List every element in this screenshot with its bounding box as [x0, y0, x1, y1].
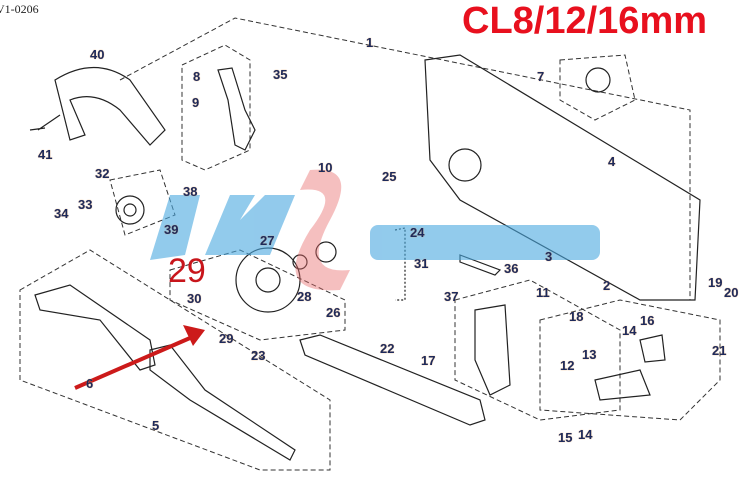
callout-label: 28 [297, 289, 312, 304]
callout-label: 26 [326, 305, 341, 320]
callout-label: 10 [318, 160, 333, 175]
callout-label: 8 [193, 69, 201, 84]
part-41 [29, 114, 61, 131]
part-6-bracket [34, 284, 156, 371]
callout-label: 30 [187, 291, 202, 306]
callout-label: 41 [38, 147, 53, 162]
part-32 [115, 195, 145, 225]
callout-label: 1 [366, 35, 374, 50]
callout-label: 25 [382, 169, 397, 184]
callout-label: 37 [444, 289, 459, 304]
callout-label: 20 [724, 285, 739, 300]
callout-label: 14 [622, 323, 637, 338]
group-box-7 [559, 54, 636, 121]
part-13 [594, 369, 651, 401]
callout-label: 15 [558, 430, 573, 445]
callout-label: 7 [537, 69, 545, 84]
callout-label: 2 [603, 278, 611, 293]
group-box-8 [181, 44, 251, 171]
callout-label: 36 [504, 261, 519, 276]
callout-label: 31 [414, 256, 429, 271]
callout-label: 16 [640, 313, 655, 328]
part-5-lever [149, 344, 296, 461]
callout-label: 3 [545, 249, 553, 264]
part-27-gear [235, 247, 301, 313]
callout-label: 29 [219, 331, 234, 346]
callout-label: 21 [712, 343, 727, 358]
callout-label: 33 [78, 197, 93, 212]
highlight-label: 29 [168, 252, 206, 290]
callout-label: 22 [380, 341, 395, 356]
part-8 [217, 67, 256, 151]
highlight-arrow [74, 325, 205, 390]
callout-label: 35 [273, 67, 288, 82]
callout-label: 9 [192, 95, 200, 110]
callout-label: 14 [578, 427, 593, 442]
callout-label: 32 [95, 166, 110, 181]
callout-label: 34 [54, 206, 69, 221]
part-7 [585, 67, 611, 93]
callout-label: 38 [183, 184, 198, 199]
callout-label: 17 [421, 353, 436, 368]
callout-label: 11 [536, 285, 550, 300]
part-40 [54, 66, 166, 146]
callout-label: 18 [569, 309, 584, 324]
callout-label: 24 [410, 225, 425, 240]
callout-label: 4 [608, 154, 616, 169]
diagram-code: V1-0206 [0, 2, 39, 16]
watermark [150, 169, 600, 291]
callout-label: 39 [164, 222, 179, 237]
part-1-frame [424, 54, 701, 301]
group-box-13 [539, 299, 721, 421]
group-box-5 [19, 249, 331, 471]
group-box-11 [454, 279, 621, 421]
callout-label: 19 [708, 275, 723, 290]
callout-label: 40 [90, 47, 105, 62]
model-title: CL8/12/16mm [462, 0, 708, 42]
callout-label: 13 [582, 347, 597, 362]
part-22 [299, 334, 486, 426]
callout-label: 27 [260, 233, 275, 248]
part-11-plate [474, 304, 511, 396]
callout-label: 5 [152, 418, 160, 433]
assembly-boundary [119, 17, 691, 300]
callout-label: 12 [560, 358, 575, 373]
callout-label: 23 [251, 348, 266, 363]
part-14 [639, 334, 666, 363]
callout-label: 6 [86, 376, 94, 391]
